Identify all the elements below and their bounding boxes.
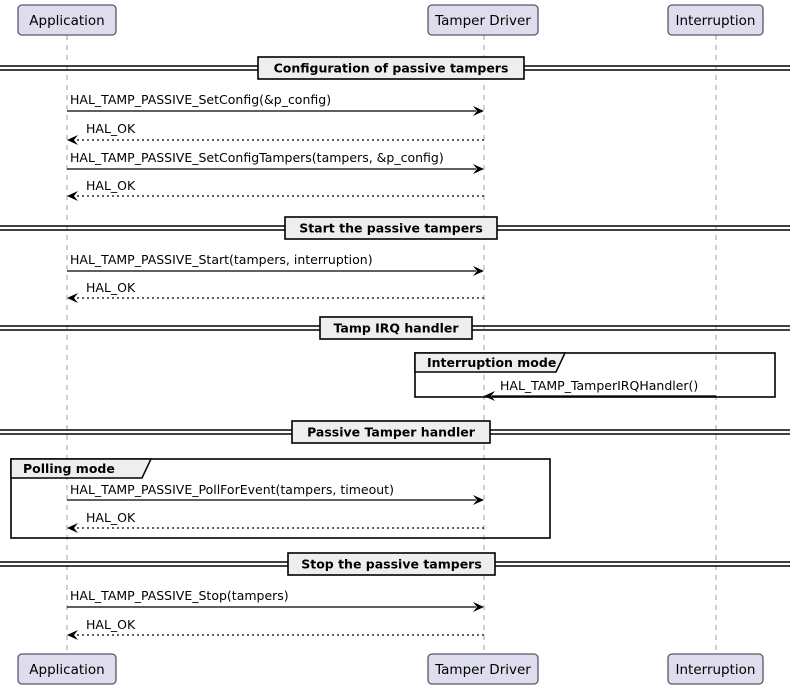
participant-box xyxy=(17,4,117,36)
participant-interruption-foot[interactable]: Interruption xyxy=(667,653,764,685)
participant-box xyxy=(17,653,117,685)
message-label: HAL_OK xyxy=(86,510,136,525)
participant-label: Interruption xyxy=(676,662,756,678)
divider-stop: Stop the passive tampers xyxy=(0,552,790,576)
divider-label: Start the passive tampers xyxy=(299,221,483,236)
divider-label: Configuration of passive tampers xyxy=(274,61,509,76)
divider-irq: Tamp IRQ handler xyxy=(0,316,790,340)
participant-application-head[interactable]: Application xyxy=(17,4,117,36)
participant-box xyxy=(667,4,764,36)
participant-application-foot[interactable]: Application xyxy=(17,653,117,685)
participant-box xyxy=(427,4,539,36)
group-frame xyxy=(10,458,551,539)
message-label: HAL_OK xyxy=(86,617,136,632)
message-arrowhead xyxy=(473,602,484,612)
participant-label: Interruption xyxy=(676,13,756,29)
group-tab-label: Polling mode xyxy=(23,461,115,476)
message-label: HAL_TAMP_PASSIVE_SetConfigTampers(tamper… xyxy=(70,150,444,165)
message-arrowhead xyxy=(67,630,78,640)
message-arrowhead xyxy=(473,106,484,116)
participant-label: Application xyxy=(29,13,104,29)
group-tab-label: Interruption mode xyxy=(427,355,556,370)
message-label: HAL_TAMP_PASSIVE_Stop(tampers) xyxy=(70,588,289,603)
divider-box xyxy=(319,316,473,340)
participant-label: Application xyxy=(29,662,104,678)
divider-box xyxy=(284,216,498,240)
msg-pollforevent[interactable]: HAL_TAMP_PASSIVE_PollForEvent(tampers, t… xyxy=(67,482,484,505)
divider-box xyxy=(257,56,525,80)
message-label: HAL_TAMP_PASSIVE_PollForEvent(tampers, t… xyxy=(70,482,394,497)
message-arrowhead xyxy=(473,266,484,276)
divider-passive-handler: Passive Tamper handler xyxy=(0,420,790,444)
message-arrowhead xyxy=(67,523,78,533)
msg-setconfigtampers[interactable]: HAL_TAMP_PASSIVE_SetConfigTampers(tamper… xyxy=(67,150,484,174)
divider-label: Tamp IRQ handler xyxy=(333,321,459,336)
participant-label: Tamper Driver xyxy=(434,662,531,678)
msg-stop-return[interactable]: HAL_OK xyxy=(67,617,484,640)
message-label: HAL_OK xyxy=(86,121,136,136)
message-label: HAL_OK xyxy=(86,280,136,295)
msg-start-return[interactable]: HAL_OK xyxy=(67,280,484,303)
msg-pollforevent-return[interactable]: HAL_OK xyxy=(67,510,484,533)
msg-setconfig[interactable]: HAL_TAMP_PASSIVE_SetConfig(&p_config) xyxy=(67,92,484,116)
participant-label: Tamper Driver xyxy=(434,13,531,29)
msg-start[interactable]: HAL_TAMP_PASSIVE_Start(tampers, interrup… xyxy=(67,252,484,276)
divider-label: Stop the passive tampers xyxy=(301,557,482,572)
participant-box xyxy=(427,653,539,685)
message-arrowhead xyxy=(473,495,484,505)
msg-tamper-irq-handler[interactable]: HAL_TAMP_TamperIRQHandler() xyxy=(484,378,716,401)
group-tab xyxy=(10,458,153,479)
divider-configuration: Configuration of passive tampers xyxy=(0,56,790,80)
group-interruption-mode: Interruption mode xyxy=(414,352,776,398)
message-label: HAL_TAMP_PASSIVE_SetConfig(&p_config) xyxy=(70,92,331,107)
message-arrowhead xyxy=(484,391,495,401)
message-arrowhead xyxy=(67,135,78,145)
divider-box xyxy=(291,420,491,444)
message-label: HAL_OK xyxy=(86,178,136,193)
participant-tamper_driver-head[interactable]: Tamper Driver xyxy=(427,4,539,36)
group-tab xyxy=(414,352,567,373)
participant-tamper_driver-foot[interactable]: Tamper Driver xyxy=(427,653,539,685)
divider-start: Start the passive tampers xyxy=(0,216,790,240)
messages-layer: HAL_TAMP_PASSIVE_SetConfig(&p_config) HAL… xyxy=(67,92,716,640)
message-arrowhead xyxy=(473,164,484,174)
message-label: HAL_TAMP_TamperIRQHandler() xyxy=(500,378,698,393)
participant-box xyxy=(667,653,764,685)
msg-stop[interactable]: HAL_TAMP_PASSIVE_Stop(tampers) xyxy=(67,588,484,612)
message-arrowhead xyxy=(67,293,78,303)
lifelines-layer xyxy=(66,35,717,654)
divider-label: Passive Tamper handler xyxy=(307,425,476,440)
msg-setconfig-return[interactable]: HAL_OK xyxy=(67,121,484,145)
group-frame xyxy=(414,352,776,398)
participant-interruption-head[interactable]: Interruption xyxy=(667,4,764,36)
divider-box xyxy=(287,552,496,576)
group-polling-mode: Polling mode xyxy=(10,458,551,539)
message-arrowhead xyxy=(67,191,78,201)
msg-setconfigtampers-return[interactable]: HAL_OK xyxy=(67,178,484,201)
message-label: HAL_TAMP_PASSIVE_Start(tampers, interrup… xyxy=(70,252,373,267)
